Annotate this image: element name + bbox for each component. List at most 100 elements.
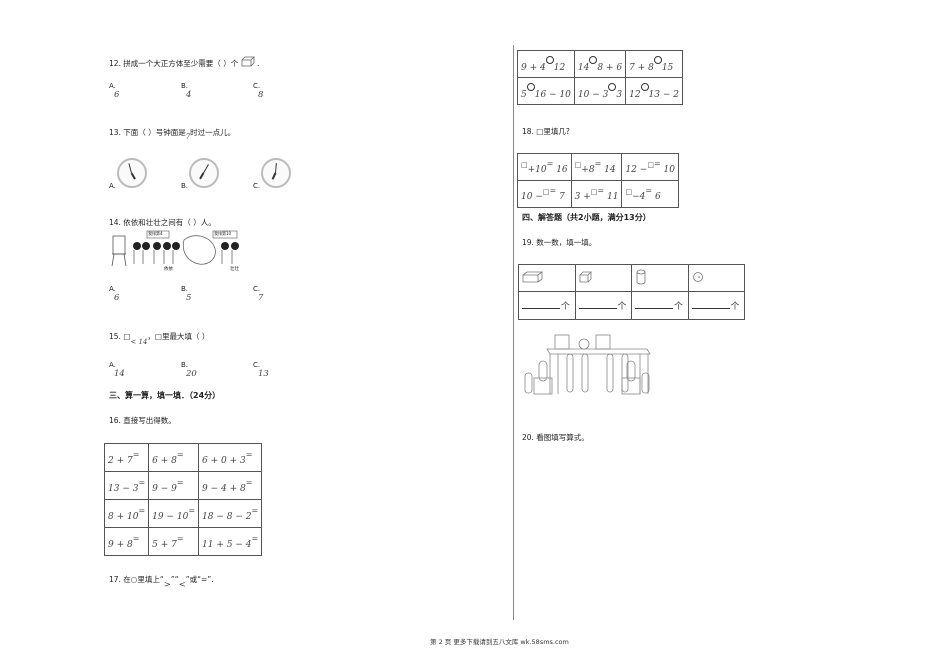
decoration — [641, 372, 650, 394]
table-cell[interactable]: 18 − 8 − 2= — [198, 499, 263, 528]
question-12: 12. 拼成一个大正方体至少需要（ ）个 . — [109, 56, 259, 69]
table-cell[interactable]: □−4= 6 — [621, 180, 679, 208]
table-cell[interactable]: □+10= 16 — [517, 153, 572, 181]
decoration — [241, 56, 255, 67]
answer-cell[interactable]: 个 — [574, 291, 632, 320]
decoration — [578, 338, 590, 350]
decoration — [133, 235, 233, 265]
circle-blank[interactable] — [653, 55, 662, 64]
option-c[interactable]: C. — [253, 182, 261, 190]
option-c[interactable]: C.13 — [253, 361, 269, 379]
decoration — [272, 172, 277, 180]
decoration — [182, 235, 216, 265]
decoration — [549, 354, 649, 394]
text: 6 + 8 — [152, 455, 177, 466]
text: 6 + 0 + 3 — [202, 455, 246, 466]
text: = — [245, 449, 253, 459]
text: = — [653, 159, 661, 168]
text: □ — [521, 161, 528, 169]
text: 个 — [674, 302, 684, 312]
decoration: □+10= 16 □+8= 14 12 −□= 10 — [517, 153, 679, 181]
table-cell[interactable]: 9 + 8= — [103, 527, 150, 556]
decoration — [606, 353, 614, 393]
table-cell[interactable]: 6 + 8= — [148, 443, 200, 472]
circle-blank[interactable] — [589, 55, 598, 64]
section-3-heading: 三、算一算，填一填．（24分） — [109, 391, 221, 400]
text: = — [188, 505, 196, 515]
decoration — [533, 377, 553, 395]
text: ”或“=”. — [185, 575, 214, 584]
option-c[interactable]: C.8 — [253, 82, 263, 100]
option-b[interactable]: B.5 — [181, 285, 191, 303]
option-a[interactable]: A.14 — [109, 361, 125, 379]
decoration — [199, 172, 205, 180]
table-cell[interactable]: 5 + 7= — [148, 527, 200, 556]
text: = — [138, 477, 146, 487]
circle-blank[interactable] — [608, 82, 617, 91]
cuboid-icon — [522, 271, 544, 282]
option-a[interactable]: A. — [109, 182, 116, 190]
decoration: 9 + 8=5 + 7=11 + 5 − 4= — [103, 527, 263, 556]
decoration — [518, 264, 745, 292]
decoration — [578, 308, 617, 309]
answer-cell[interactable]: 个 — [687, 291, 745, 320]
text: 5 — [521, 89, 527, 100]
table-cell[interactable]: 10 −□= 7 — [517, 180, 572, 208]
text: = — [251, 505, 259, 515]
decoration — [546, 348, 651, 355]
option-value: 5 — [186, 293, 192, 303]
text: 3 — [616, 89, 623, 100]
option-a[interactable]: A.6 — [109, 285, 119, 303]
circle-blank[interactable] — [526, 82, 535, 91]
circle-blank[interactable] — [545, 55, 554, 64]
text: = — [549, 186, 557, 195]
option-b[interactable]: B.4 — [181, 82, 191, 100]
fill-box-table: □+10= 16 □+8= 14 12 −□= 10 10 −□= 7 3 +□… — [517, 153, 679, 208]
table-cell[interactable]: 19 − 10= — [148, 499, 200, 528]
table-cell[interactable]: 3 +□= 11 — [570, 180, 623, 208]
table-cell[interactable]: 12 −□= 10 — [621, 153, 679, 181]
decoration: 2 + 7=6 + 8=6 + 0 + 3= — [103, 443, 263, 472]
text: 9 − 9 — [152, 483, 177, 494]
text: 17. 在○里填上“ — [109, 575, 164, 584]
table-cell[interactable]: 11 + 5 − 4= — [198, 527, 263, 556]
queue-illustration: 我排第4 我排第10 依依 壮壮 — [109, 230, 249, 275]
option-b[interactable]: B. — [181, 182, 189, 190]
text: 12 — [629, 89, 641, 100]
option-a[interactable]: A.6 — [109, 82, 119, 100]
table-cell[interactable]: 6 + 0 + 3= — [198, 443, 263, 472]
text: = — [594, 159, 602, 168]
sphere-cell — [687, 264, 745, 292]
decoration — [524, 372, 533, 394]
table-cell[interactable]: □+8= 14 — [570, 153, 623, 181]
answer-cell[interactable]: 个 — [631, 291, 689, 320]
shapes-structure-icon — [524, 334, 651, 395]
option-b[interactable]: B.20 — [181, 361, 197, 379]
table-cell[interactable]: 9 − 4 + 8= — [198, 471, 263, 500]
text: 10 − — [521, 192, 543, 202]
text: 5 + 7 — [152, 539, 177, 550]
text: 16 − 10 — [534, 89, 571, 100]
decoration — [133, 242, 239, 250]
text: 7 + 8 — [629, 62, 654, 73]
answer-cell[interactable]: 个 — [518, 291, 576, 320]
option-c[interactable]: C.7 — [253, 285, 263, 303]
page-footer: 第 2 页 更多下载请到五八文库 wk.58sms.com — [430, 638, 569, 646]
circle-blank[interactable] — [640, 82, 649, 91]
speech-bubble: 我排第4 — [148, 231, 163, 236]
table-cell[interactable]: 2 + 7= — [103, 443, 150, 472]
table-cell[interactable]: 8 + 10= — [103, 499, 150, 528]
name-label: 依依 — [164, 267, 173, 272]
table-cell[interactable]: 9 − 9= — [148, 471, 200, 500]
table-cell[interactable]: 13 − 3= — [103, 471, 150, 500]
decoration — [142, 242, 150, 250]
option-label: C. — [253, 285, 261, 293]
table-cell[interactable]: 5 16 − 10 — [517, 77, 575, 105]
decoration — [112, 235, 126, 255]
